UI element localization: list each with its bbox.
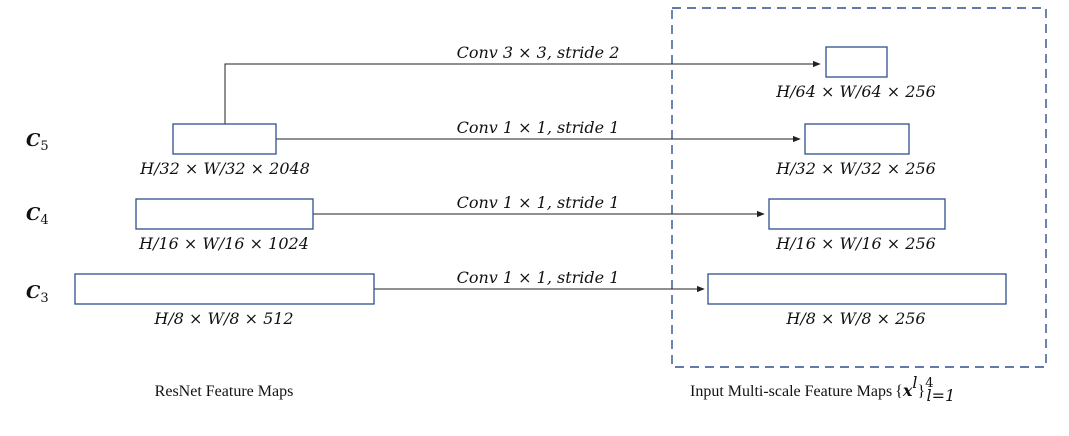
output-map-c3 — [707, 273, 1007, 305]
dim-label-c3-out: H/8 × W/8 × 256 — [785, 309, 925, 328]
level-label-c3: C3 — [26, 282, 49, 306]
dim-label-c5: H/32 × W/32 × 2048 — [139, 159, 310, 178]
dim-label-c4-out: H/16 × W/16 × 256 — [775, 234, 936, 253]
output-map-c5 — [804, 123, 910, 155]
level-label-c5: C5 — [26, 130, 49, 154]
op-label-c3: Conv 1 × 1, stride 1 — [457, 268, 620, 287]
level-label-c4: C4 — [26, 204, 49, 228]
op-label-c5: Conv 1 × 1, stride 1 — [457, 118, 620, 137]
op-label-extra: Conv 3 × 3, stride 2 — [457, 43, 620, 62]
dim-label-extra-out: H/64 × W/64 × 256 — [775, 82, 936, 101]
feature-map-c3 — [74, 273, 375, 305]
op-label-c4: Conv 1 × 1, stride 1 — [457, 193, 620, 212]
feature-map-c4 — [135, 198, 314, 230]
output-map-extra — [825, 46, 888, 78]
arrow-extra-conv — [224, 60, 821, 124]
dim-label-c4: H/16 × W/16 × 1024 — [138, 234, 309, 253]
dim-label-c3: H/8 × W/8 × 512 — [153, 309, 293, 328]
dim-label-c5-out: H/32 × W/32 × 256 — [775, 159, 936, 178]
output-region-dashed-border — [671, 7, 1047, 368]
feature-map-c5 — [172, 123, 277, 155]
output-map-c4 — [768, 198, 946, 230]
caption-resnet-feature-maps: ResNet Feature Maps — [155, 383, 294, 400]
